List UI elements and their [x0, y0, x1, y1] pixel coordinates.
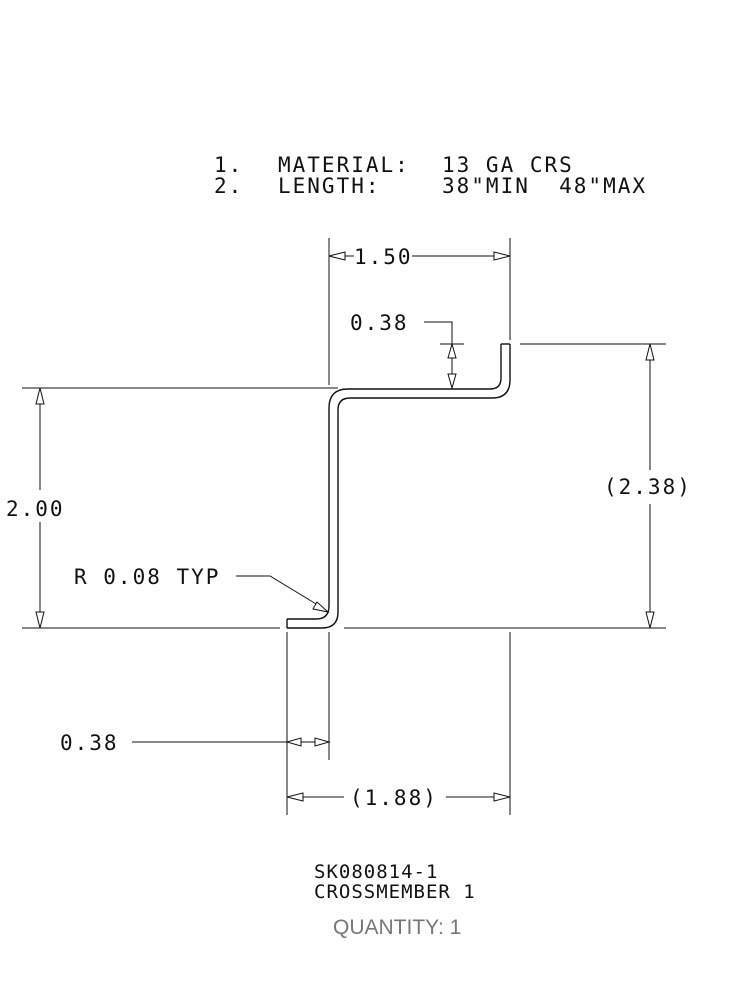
arrowhead [447, 342, 457, 359]
arrowhead [645, 611, 655, 629]
title-block: SK080814-1 CROSSMEMBER 1 QUANTITY: 1 [314, 861, 476, 939]
note-number-1: 1. [214, 153, 243, 177]
note-number-2: 2. [214, 174, 243, 198]
arrowhead [447, 373, 457, 390]
part-profile [286, 343, 511, 629]
part-number: SK080814-1 [314, 861, 438, 883]
arrowhead [314, 737, 331, 747]
dim-height: 2.00 [6, 387, 65, 629]
dim-overall-width: (1.88) [286, 786, 511, 810]
note-value-material: 13 GA CRS [442, 153, 574, 177]
arrowhead [35, 611, 45, 629]
arrowhead [286, 792, 304, 802]
dim-radius: R 0.08 TYP [74, 565, 330, 613]
arrowhead [493, 792, 511, 802]
part-outline-inner [287, 344, 502, 620]
material-note: 1. MATERIAL: 13 GA CRS [214, 153, 574, 177]
arrowhead [285, 737, 302, 747]
dim-top-flange: 0.38 [350, 311, 464, 390]
dim-top-width: 1.50 [328, 245, 511, 269]
part-name: CROSSMEMBER 1 [314, 881, 476, 903]
dim-label-radius: R 0.08 TYP [74, 565, 220, 589]
dim-label-overall-height: (2.38) [604, 475, 692, 499]
arrowhead [328, 251, 346, 261]
note-label-length: LENGTH: [278, 174, 381, 198]
note-value-length: 38"MIN 48"MAX [442, 174, 647, 198]
length-note: 2. LENGTH: 38"MIN 48"MAX [214, 174, 647, 198]
arrowhead [312, 601, 330, 613]
dim-radius-leader [236, 575, 327, 611]
dim-label-overall-width: (1.88) [350, 786, 438, 810]
dim-bottom-flange: 0.38 [60, 731, 331, 755]
arrowhead [493, 251, 511, 261]
dim-label-bottom-flange: 0.38 [60, 731, 119, 755]
dim-label-height: 2.00 [6, 497, 65, 521]
arrowhead [645, 343, 655, 361]
dim-overall-height: (2.38) [604, 343, 692, 629]
dim-label-top-flange: 0.38 [350, 311, 409, 335]
part-outline-outer [287, 344, 511, 629]
dim-top-flange-leader [424, 321, 453, 346]
quantity-label: QUANTITY: 1 [333, 916, 461, 939]
arrowhead [35, 387, 45, 405]
dim-label-top-width: 1.50 [354, 245, 413, 269]
note-label-material: MATERIAL: [278, 153, 410, 177]
extension-lines [22, 238, 666, 815]
